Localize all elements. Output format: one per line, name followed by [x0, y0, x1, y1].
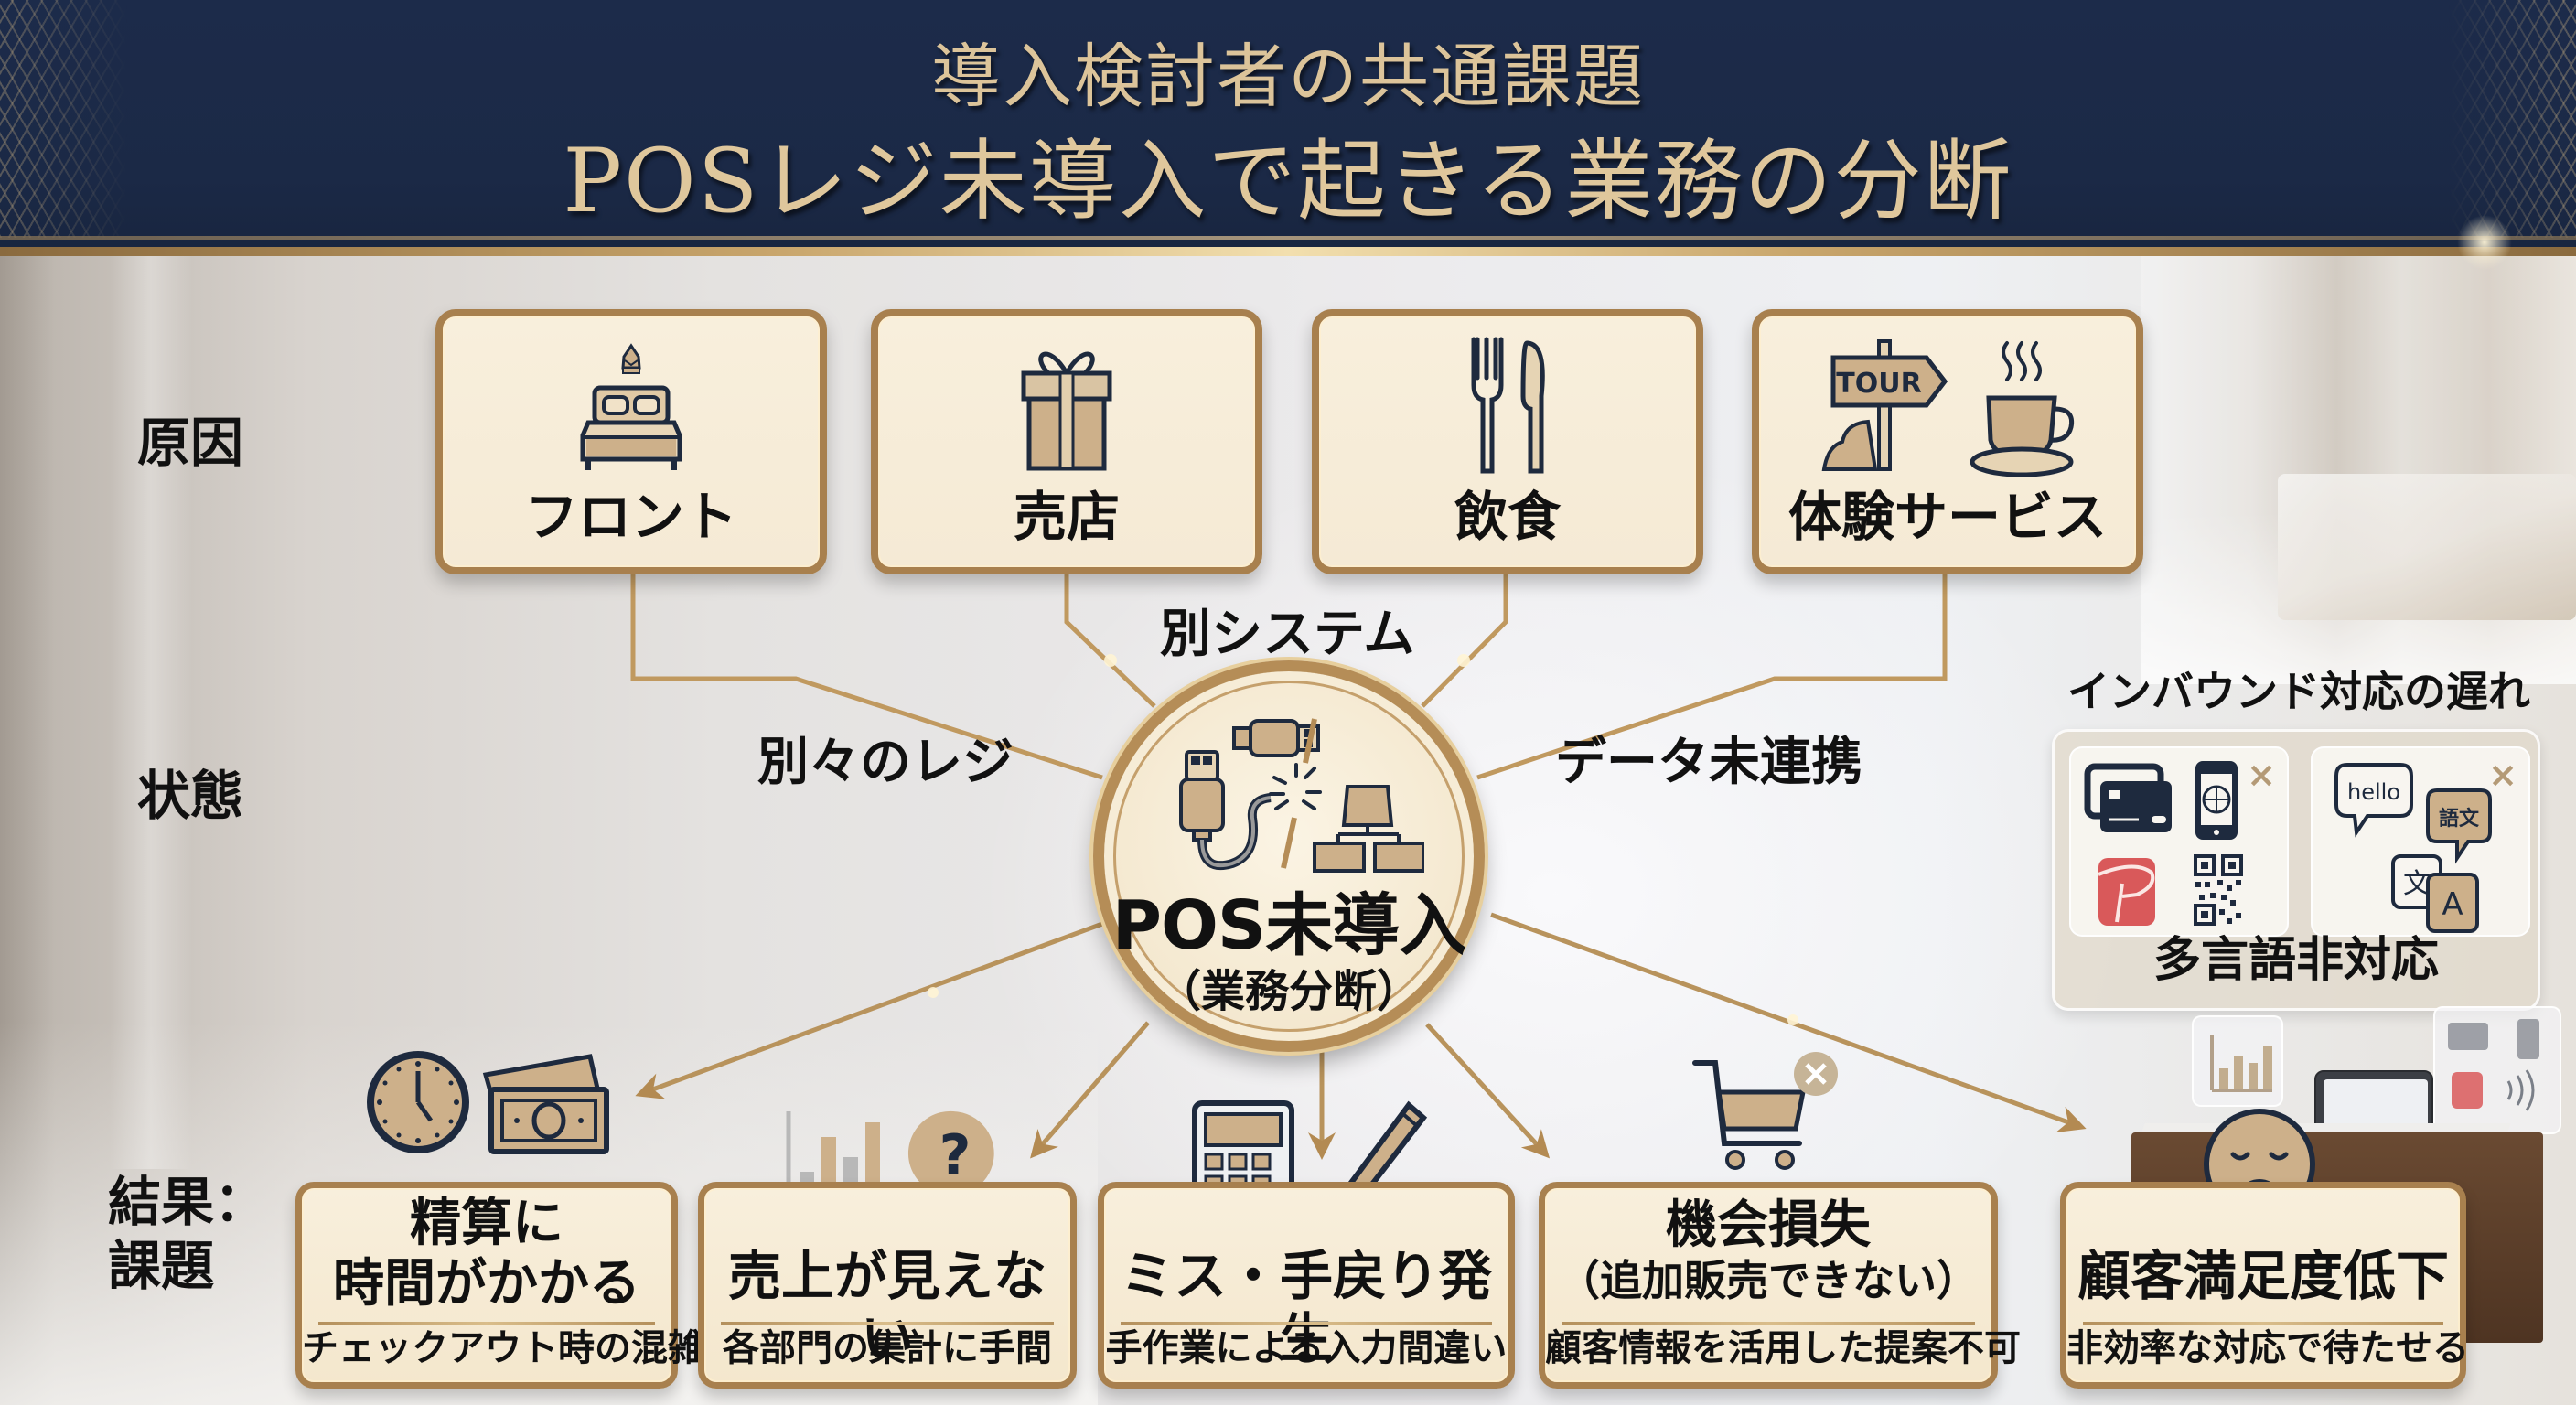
- center-main-label: POS未導入: [1111, 886, 1466, 965]
- result-title-mistakes: ミス・手戻り発生: [1120, 1245, 1492, 1370]
- result-divider: [721, 1322, 1054, 1325]
- translation-bubbles-icon: hello 語文 文 A: [2334, 763, 2492, 933]
- x-mark-icon: ×: [2247, 755, 2276, 795]
- gift-icon: [878, 337, 1255, 474]
- multilingual-box: × hello 語文 文 A: [2311, 746, 2530, 937]
- bar-chart-icon: [2210, 1035, 2272, 1092]
- result-card-sales: 売上が見えない 各部門の集計に手間: [698, 1182, 1077, 1389]
- cause-card-food: 飲食: [1312, 309, 1703, 574]
- fork-knife-icon: [1319, 337, 1696, 474]
- result-title-lost-opportunity: 機会損失 （追加販売できない）: [1558, 1196, 1979, 1306]
- background-pillar: [110, 254, 192, 1169]
- payment-icons-faded: [2448, 1019, 2539, 1111]
- paypay-icon: [2098, 858, 2155, 926]
- result-card-satisfaction: 顧客満足度低下 非効率な対応で待たせる: [2060, 1182, 2469, 1389]
- row-label-result: 結果： 課題: [108, 1171, 267, 1298]
- cause-card-front: フロント: [435, 309, 827, 574]
- inbound-panel: ×: [2052, 729, 2540, 1011]
- credit-card-icon: [2084, 763, 2172, 832]
- cart-cancel-icon: [1688, 1052, 1852, 1171]
- floating-payment-card: [2433, 1006, 2561, 1134]
- result-title-sales: 売上が見えない: [727, 1245, 1046, 1370]
- result-divider: [1121, 1322, 1492, 1325]
- result-card-checkout: 精算に 時間がかかる チェックアウト時の混雑: [295, 1182, 704, 1389]
- header-banner: 導入検討者の共通課題 POSレジ未導入で起きる業務の分断: [0, 0, 2576, 270]
- result-card-lost-opportunity: 機会損失 （追加販売できない） 顧客情報を活用した提案不可: [1539, 1182, 2021, 1389]
- result-divider: [318, 1322, 655, 1325]
- header-divider-thin: [0, 236, 2576, 240]
- header-lattice-right: [2448, 0, 2576, 238]
- result-desc-lost-opportunity: 顧客情報を活用した提案不可: [1545, 1327, 2021, 1369]
- tour-sign-coffee-icon: TOUR: [1759, 337, 2136, 477]
- result-desc-satisfaction: 非効率な対応で待たせる: [2066, 1327, 2469, 1369]
- result-desc-mistakes: 手作業による入力間違い: [1105, 1327, 1508, 1369]
- bed-bell-icon: [443, 337, 820, 474]
- result-card-mistakes: ミス・手戻り発生 手作業による入力間違い: [1098, 1182, 1515, 1389]
- svg-text:hello: hello: [2347, 779, 2400, 805]
- page-subtitle: 導入検討者の共通課題: [931, 36, 1645, 117]
- cause-label-experience: 体験サービス: [1787, 486, 2107, 548]
- background-bed: [2278, 474, 2576, 620]
- row-label-cause: 原因: [136, 412, 243, 474]
- tour-sign-text: TOUR: [1836, 368, 1921, 400]
- state-label-separate-system: 別システム: [1160, 605, 1415, 664]
- cause-card-shop: 売店: [871, 309, 1262, 574]
- payment-methods-box: ×: [2069, 746, 2289, 937]
- svg-text:語文: 語文: [2439, 807, 2480, 831]
- result-divider: [2083, 1322, 2443, 1325]
- row-label-result-line1: 結果：: [108, 1171, 268, 1233]
- result-title-satisfaction: 顧客満足度低下: [2077, 1245, 2449, 1307]
- smartphone-globe-icon: [2195, 761, 2238, 840]
- background-hotel-room: [2141, 254, 2576, 684]
- clock-money-icon: [361, 1047, 617, 1157]
- row-label-state: 状態: [136, 765, 243, 827]
- center-pos-not-introduced: POS未導入 （業務分断）: [1093, 660, 1485, 1052]
- result-desc-sales: 各部門の集計に手間: [723, 1327, 1052, 1369]
- inbound-label-multilingual: 多言語非対応: [2152, 933, 2439, 988]
- x-mark-icon: ×: [2488, 755, 2517, 795]
- state-label-separate-register: 別々のレジ: [757, 733, 1014, 792]
- header-lattice-left: [0, 0, 128, 238]
- qr-code-icon: [2194, 854, 2243, 926]
- result-desc-checkout: チェックアウト時の混雑: [302, 1327, 704, 1369]
- cause-label-front: フロント: [524, 486, 737, 548]
- cause-label-shop: 売店: [1013, 486, 1120, 548]
- svg-text:A: A: [2442, 886, 2463, 923]
- row-label-result-line2: 課題: [108, 1234, 215, 1297]
- cause-label-food: 飲食: [1454, 486, 1561, 548]
- floating-chart-card: [2192, 1015, 2283, 1107]
- center-sub-label: （業務分断）: [1156, 966, 1421, 1017]
- result-title-checkout: 精算に 時間がかかる: [333, 1194, 640, 1314]
- header-sparkle: [2457, 215, 2512, 270]
- svg-text:?: ?: [939, 1123, 971, 1187]
- cause-card-experience: TOUR 体験サービス: [1752, 309, 2143, 574]
- page-title: POSレジ未導入で起きる業務の分断: [563, 130, 2013, 232]
- inbound-title: インバウンド対応の遅れ: [2067, 667, 2530, 716]
- header-divider-gold: [0, 247, 2576, 256]
- disconnected-cable-network-icon: [1168, 717, 1426, 873]
- result-divider: [1562, 1322, 1975, 1325]
- state-label-data-unlinked: データ未連携: [1555, 733, 1862, 792]
